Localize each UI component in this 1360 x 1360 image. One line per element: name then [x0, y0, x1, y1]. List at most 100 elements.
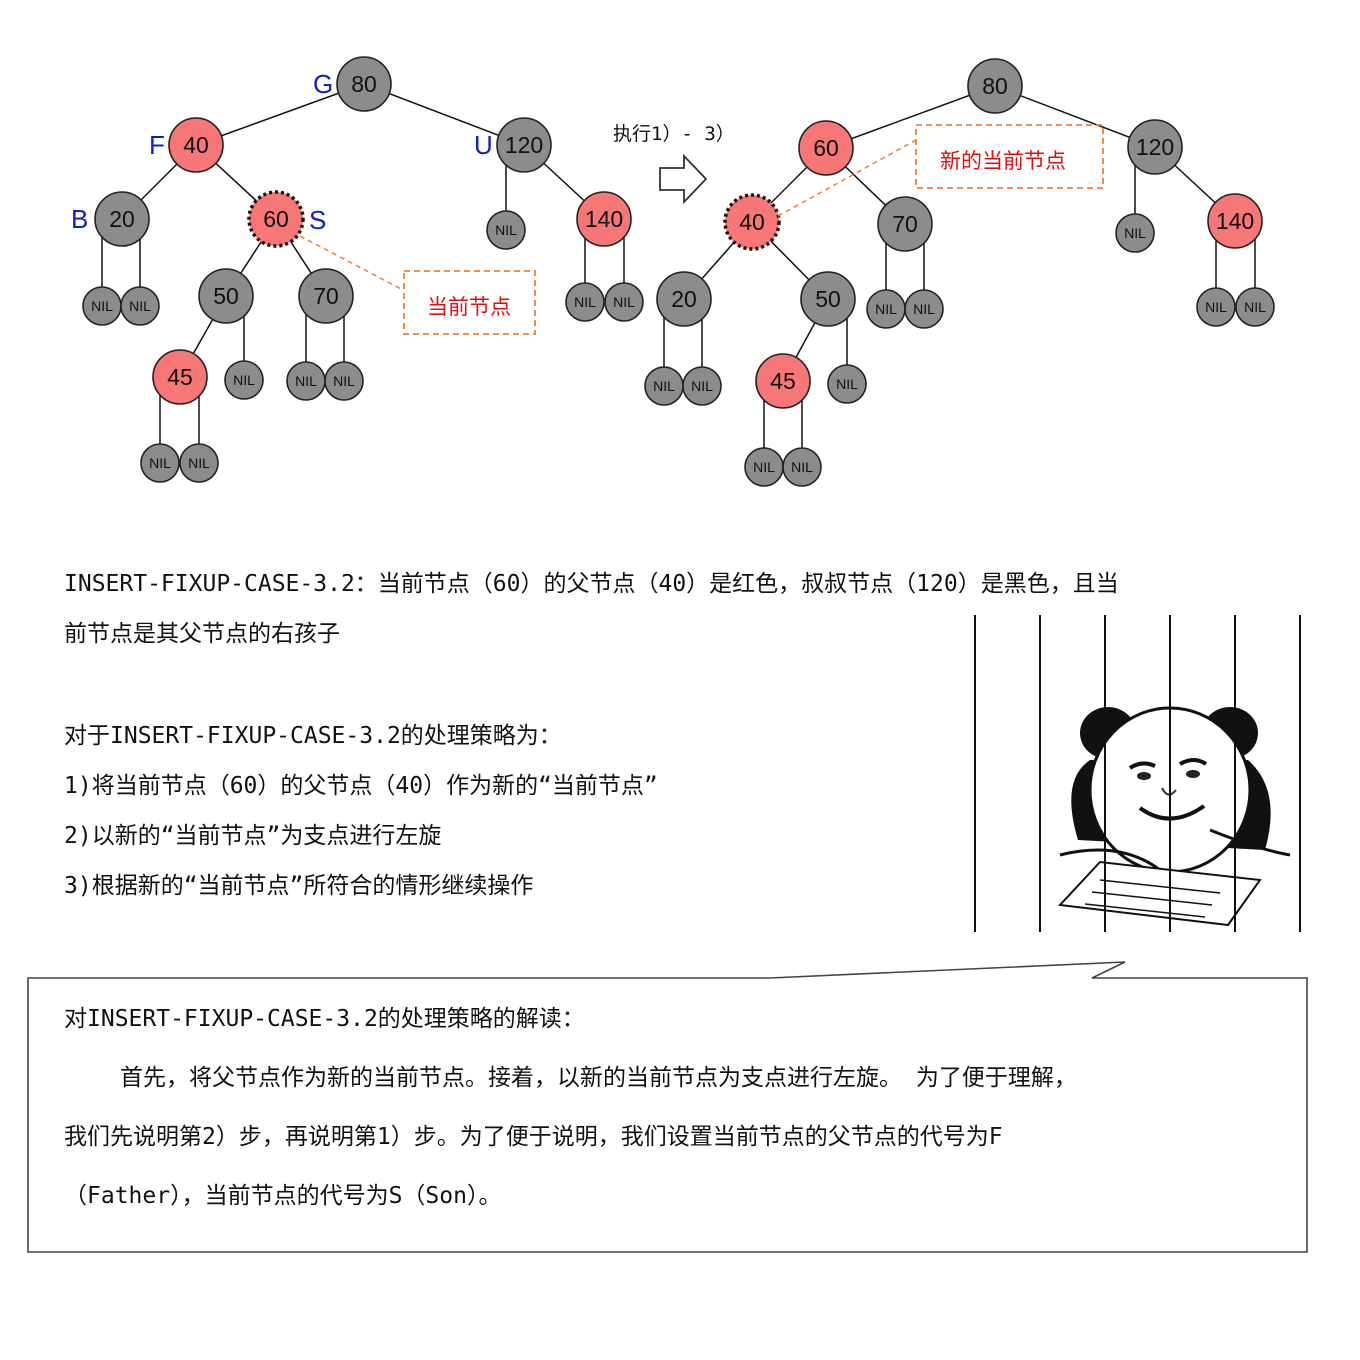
nil-leaf: NIL	[904, 289, 944, 329]
node-value: 50	[213, 283, 239, 309]
nil-leaf: NIL	[286, 361, 326, 401]
tree-node-right-70: 70	[877, 196, 933, 252]
node-value: 20	[671, 286, 697, 312]
nil-circle	[604, 282, 644, 322]
nil-circle	[1196, 287, 1236, 327]
tree-node-left-40: 40	[168, 117, 224, 173]
node-value: 140	[585, 206, 623, 232]
nil-leaf: NIL	[324, 361, 364, 401]
nil-leaf: NIL	[179, 443, 219, 483]
node-circle	[496, 117, 552, 173]
tree-node-left-20: 20	[94, 191, 150, 247]
tree-node-right-140: 140	[1207, 193, 1263, 249]
role-label-s: S	[309, 205, 326, 235]
tree-node-right-50: 50	[800, 271, 856, 327]
case-description-line1: INSERT-FIXUP-CASE-3.2：当前节点（60）的父节点（40）是红…	[64, 571, 1119, 597]
node-circle	[336, 56, 392, 112]
nil-text: NIL	[295, 373, 317, 389]
strategy-title: 对于INSERT-FIXUP-CASE-3.2的处理策略为：	[64, 723, 562, 749]
nil-circle	[179, 443, 219, 483]
nil-leaf: NIL	[782, 447, 822, 487]
nil-leaf: NIL	[866, 289, 906, 329]
nil-leaf: NIL	[1235, 287, 1275, 327]
explanation-title: 对INSERT-FIXUP-CASE-3.2的处理策略的解读：	[64, 1006, 585, 1032]
tree-node-left-80: 80	[336, 56, 392, 112]
explanation-line2: 我们先说明第2）步，再说明第1）步。为了便于说明，我们设置当前节点的父节点的代号…	[64, 1124, 1003, 1150]
tree-node-right-60: 60	[798, 120, 854, 176]
node-value: 70	[892, 211, 918, 237]
explanation-line3: （Father），当前节点的代号为S（Son）。	[64, 1183, 502, 1209]
nil-leaf: NIL	[565, 282, 605, 322]
nil-leaf: NIL	[82, 286, 122, 326]
nil-circle	[486, 210, 526, 250]
explanation-line1: 首先，将父节点作为新的当前节点。接着，以新的当前节点为支点进行左旋。 为了便于理…	[120, 1065, 1077, 1091]
nil-text: NIL	[233, 372, 255, 388]
left-callout-box	[403, 270, 536, 335]
node-value: 40	[739, 209, 765, 235]
nil-text: NIL	[753, 459, 775, 475]
prison-bars	[974, 615, 1301, 932]
node-value: 120	[1136, 134, 1174, 160]
nil-text: NIL	[653, 378, 675, 394]
nil-leaf: NIL	[827, 364, 867, 404]
node-value: 80	[351, 71, 377, 97]
nil-leaf: NIL	[604, 282, 644, 322]
nil-leaf: NIL	[486, 210, 526, 250]
tree-node-right-120: 120	[1127, 119, 1183, 175]
tree-node-left-45: 45	[152, 349, 208, 405]
nil-text: NIL	[188, 455, 210, 471]
tree-node-right-80: 80	[967, 58, 1023, 114]
strategy-step-1: 1)将当前节点（60）的父节点（40）作为新的“当前节点”	[64, 773, 658, 799]
node-circle	[576, 191, 632, 247]
nil-text: NIL	[691, 378, 713, 394]
current-node-circle	[247, 190, 305, 248]
node-circle	[298, 268, 354, 324]
node-circle	[94, 191, 150, 247]
node-circle	[800, 271, 856, 327]
nil-text: NIL	[791, 459, 813, 475]
tree-edge	[363, 83, 525, 146]
nil-leaf: NIL	[682, 366, 722, 406]
tree-node-right-45: 45	[755, 353, 811, 409]
node-circle	[798, 120, 854, 176]
panda-meme-icon	[1057, 706, 1291, 927]
role-label-g: G	[313, 69, 333, 99]
nil-text: NIL	[149, 455, 171, 471]
tree-node-left-140: 140	[576, 191, 632, 247]
nil-leaf: NIL	[1115, 213, 1155, 253]
node-value: 60	[813, 135, 839, 161]
node-value: 40	[183, 132, 209, 158]
nil-circle	[1235, 287, 1275, 327]
tree-node-left-60: 60	[247, 190, 305, 248]
tree-node-left-70: 70	[298, 268, 354, 324]
node-circle	[168, 117, 224, 173]
nil-text: NIL	[333, 373, 355, 389]
role-label-f: F	[149, 130, 165, 160]
node-circle	[152, 349, 208, 405]
nil-text: NIL	[495, 222, 517, 238]
nil-text: NIL	[574, 294, 596, 310]
node-value: 45	[770, 368, 796, 394]
node-value: 140	[1216, 208, 1254, 234]
nil-circle	[827, 364, 867, 404]
left-callout-connector	[299, 235, 404, 291]
node-circle	[755, 353, 811, 409]
node-value: 70	[313, 283, 339, 309]
node-circle	[877, 196, 933, 252]
node-value: 50	[815, 286, 841, 312]
tree-node-right-40: 40	[723, 193, 781, 251]
nil-leaf: NIL	[744, 447, 784, 487]
nil-circle	[140, 443, 180, 483]
role-label-u: U	[474, 130, 493, 160]
tree-edge	[825, 85, 996, 149]
nil-circle	[224, 360, 264, 400]
role-label-b: B	[71, 204, 88, 234]
nil-leaf: NIL	[140, 443, 180, 483]
node-circle	[1127, 119, 1183, 175]
node-circle	[1207, 193, 1263, 249]
tree-edge	[195, 83, 365, 146]
right-callout-text: 新的当前节点	[940, 149, 1066, 173]
node-value: 60	[263, 206, 289, 232]
strategy-step-3: 3)根据新的“当前节点”所符合的情形继续操作	[64, 873, 534, 899]
nil-text: NIL	[913, 301, 935, 317]
